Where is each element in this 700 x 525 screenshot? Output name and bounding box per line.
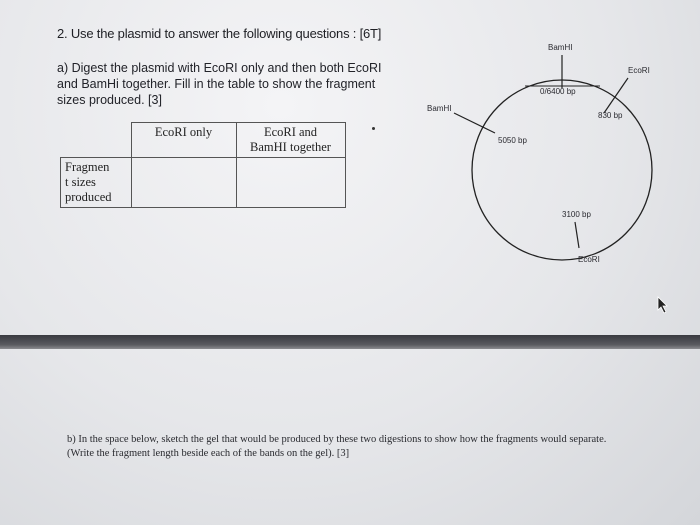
label-ecori-bottom: EcoRI xyxy=(578,255,600,264)
table-corner xyxy=(60,122,132,158)
header-ecori-bamhi-line2: BamHI together xyxy=(250,140,331,154)
label-5050: 5050 bp xyxy=(498,136,527,145)
bamhi-left-marker xyxy=(453,112,496,134)
label-0-6400: 0/6400 bp xyxy=(540,87,576,96)
page-fold-divider xyxy=(0,335,700,349)
header-ecori-bamhi: EcoRI and BamHI together xyxy=(235,122,346,158)
row-label-line2: t sizes xyxy=(65,175,96,189)
header-ecori-bamhi-line1: EcoRI and xyxy=(263,125,318,139)
stray-dot xyxy=(372,127,375,130)
label-bamhi-top: BamHI xyxy=(548,43,572,52)
fragment-table: EcoRI only EcoRI and BamHI together Frag… xyxy=(60,122,346,208)
plasmid-circle xyxy=(471,79,653,261)
question-part-b: b) In the space below, sketch the gel th… xyxy=(67,434,607,459)
label-bamhi-left: BamHI xyxy=(427,104,451,113)
question-part-a: a) Digest the plasmid with EcoRI only an… xyxy=(57,61,382,107)
mouse-cursor-icon xyxy=(657,296,668,314)
ecori-bottom-marker xyxy=(574,221,580,249)
cell-ecori-bamhi-fragments[interactable] xyxy=(235,157,346,208)
cell-ecori-only-fragments[interactable] xyxy=(130,157,237,208)
row-label-line1: Fragmen xyxy=(65,160,110,174)
header-ecori-only-label: EcoRI only xyxy=(154,125,213,139)
question-title: 2. Use the plasmid to answer the followi… xyxy=(57,26,382,41)
plasmid-map: BamHI EcoRI 0/6400 bp 830 bp BamHI 5050 … xyxy=(427,43,653,264)
row-label-line3: produced xyxy=(65,190,112,204)
label-830: 830 bp xyxy=(598,111,623,120)
ecori-top-marker xyxy=(603,77,629,114)
label-3100: 3100 bp xyxy=(562,210,591,219)
label-ecori-top: EcoRI xyxy=(628,66,650,75)
